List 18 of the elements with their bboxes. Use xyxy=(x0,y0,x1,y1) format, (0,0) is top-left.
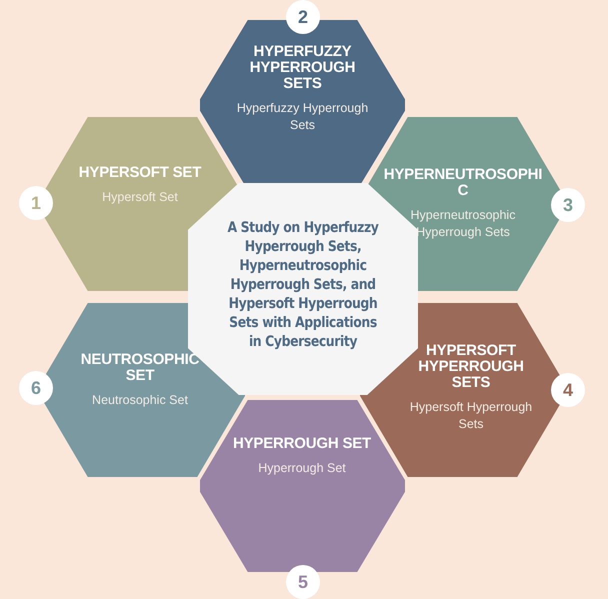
hexagon-label: Hyperrough Set xyxy=(257,460,347,477)
number-badge: 3 xyxy=(551,188,585,222)
hexagon-label: Neutrosophic Set xyxy=(91,392,189,409)
title-text: A Study on Hyperfuzzy Hyperrough Sets, Hyperneutrosophic Hyperrough Sets, and Hypersoft Hyperrough Sets with Applications in Cybersecurity xyxy=(226,219,380,352)
number-badge: 4 xyxy=(551,373,585,407)
hexagon-heading: NEUTROSOPHIC SET xyxy=(80,352,200,384)
number-badge: 5 xyxy=(286,565,320,599)
hexagon-heading: HYPERFUZZY HYPERROUGH SETS xyxy=(248,44,356,92)
hexagon-heading: HYPERSOFT SET xyxy=(78,165,202,181)
hexagon-label: Hyperfuzzy Hyperrough Sets xyxy=(236,100,370,134)
number-badge: 6 xyxy=(19,371,53,405)
hexagon-heading: HYPERSOFT HYPERROUGH SETS xyxy=(417,343,525,391)
hexagon-heading: HYPERROUGH SET xyxy=(232,436,372,452)
number-badge: 2 xyxy=(286,0,320,34)
hexagon-heading: HYPERNEUTROSOPHIC xyxy=(382,167,544,199)
hexagon-label: Hypersoft Hyperrough Sets xyxy=(408,399,534,433)
hexagon-label: Hypersoft Set xyxy=(101,189,179,206)
number-badge: 1 xyxy=(19,186,53,220)
